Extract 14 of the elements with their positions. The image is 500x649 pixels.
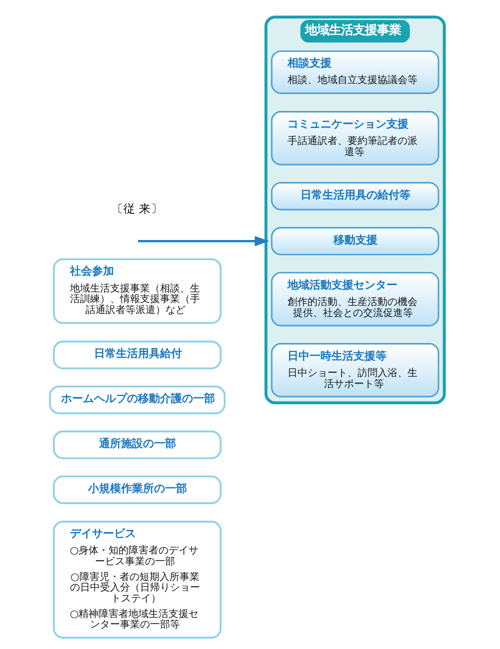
node-box: 日中一時生活支援等 日中ショート、訪問入浴、生活サポート等	[271, 342, 440, 398]
node-box: ホームヘルプの移動介護の一部	[49, 386, 226, 414]
node-box: 相談支援 相談、地域自立支援協議会等	[271, 50, 440, 94]
node-box: デイサービス ○身体・知的障害者のデイサービス事業の一部 ○障害児・者の短期入所事業の日中受入分（日帰りショートステイ） ○精神障害者地域生活支援センター事業の一部等	[52, 520, 222, 639]
node-box: 地域活動支援センター 創作的活動、生産活動の機会提供、社会との交流促進等	[271, 272, 440, 326]
node-box: 移動支援	[271, 226, 440, 256]
arrow	[138, 236, 270, 246]
label: 〔従 来〕	[111, 202, 164, 216]
node-box: 社会参加 地域生活支援事業（相談、生活訓練）、情報支援事業（手話通訳者等派遣）など	[52, 258, 222, 324]
node-box: 小規模作業所の一部	[52, 475, 222, 504]
node-box: 通所施設の一部	[52, 430, 222, 460]
node-box: 日常生活用具の給付等	[271, 182, 440, 210]
node-box: コミュニケーション支援 手話通訳者、要約筆記者の派遣等	[271, 110, 440, 166]
node-box: 日常生活用具給付	[52, 340, 222, 370]
